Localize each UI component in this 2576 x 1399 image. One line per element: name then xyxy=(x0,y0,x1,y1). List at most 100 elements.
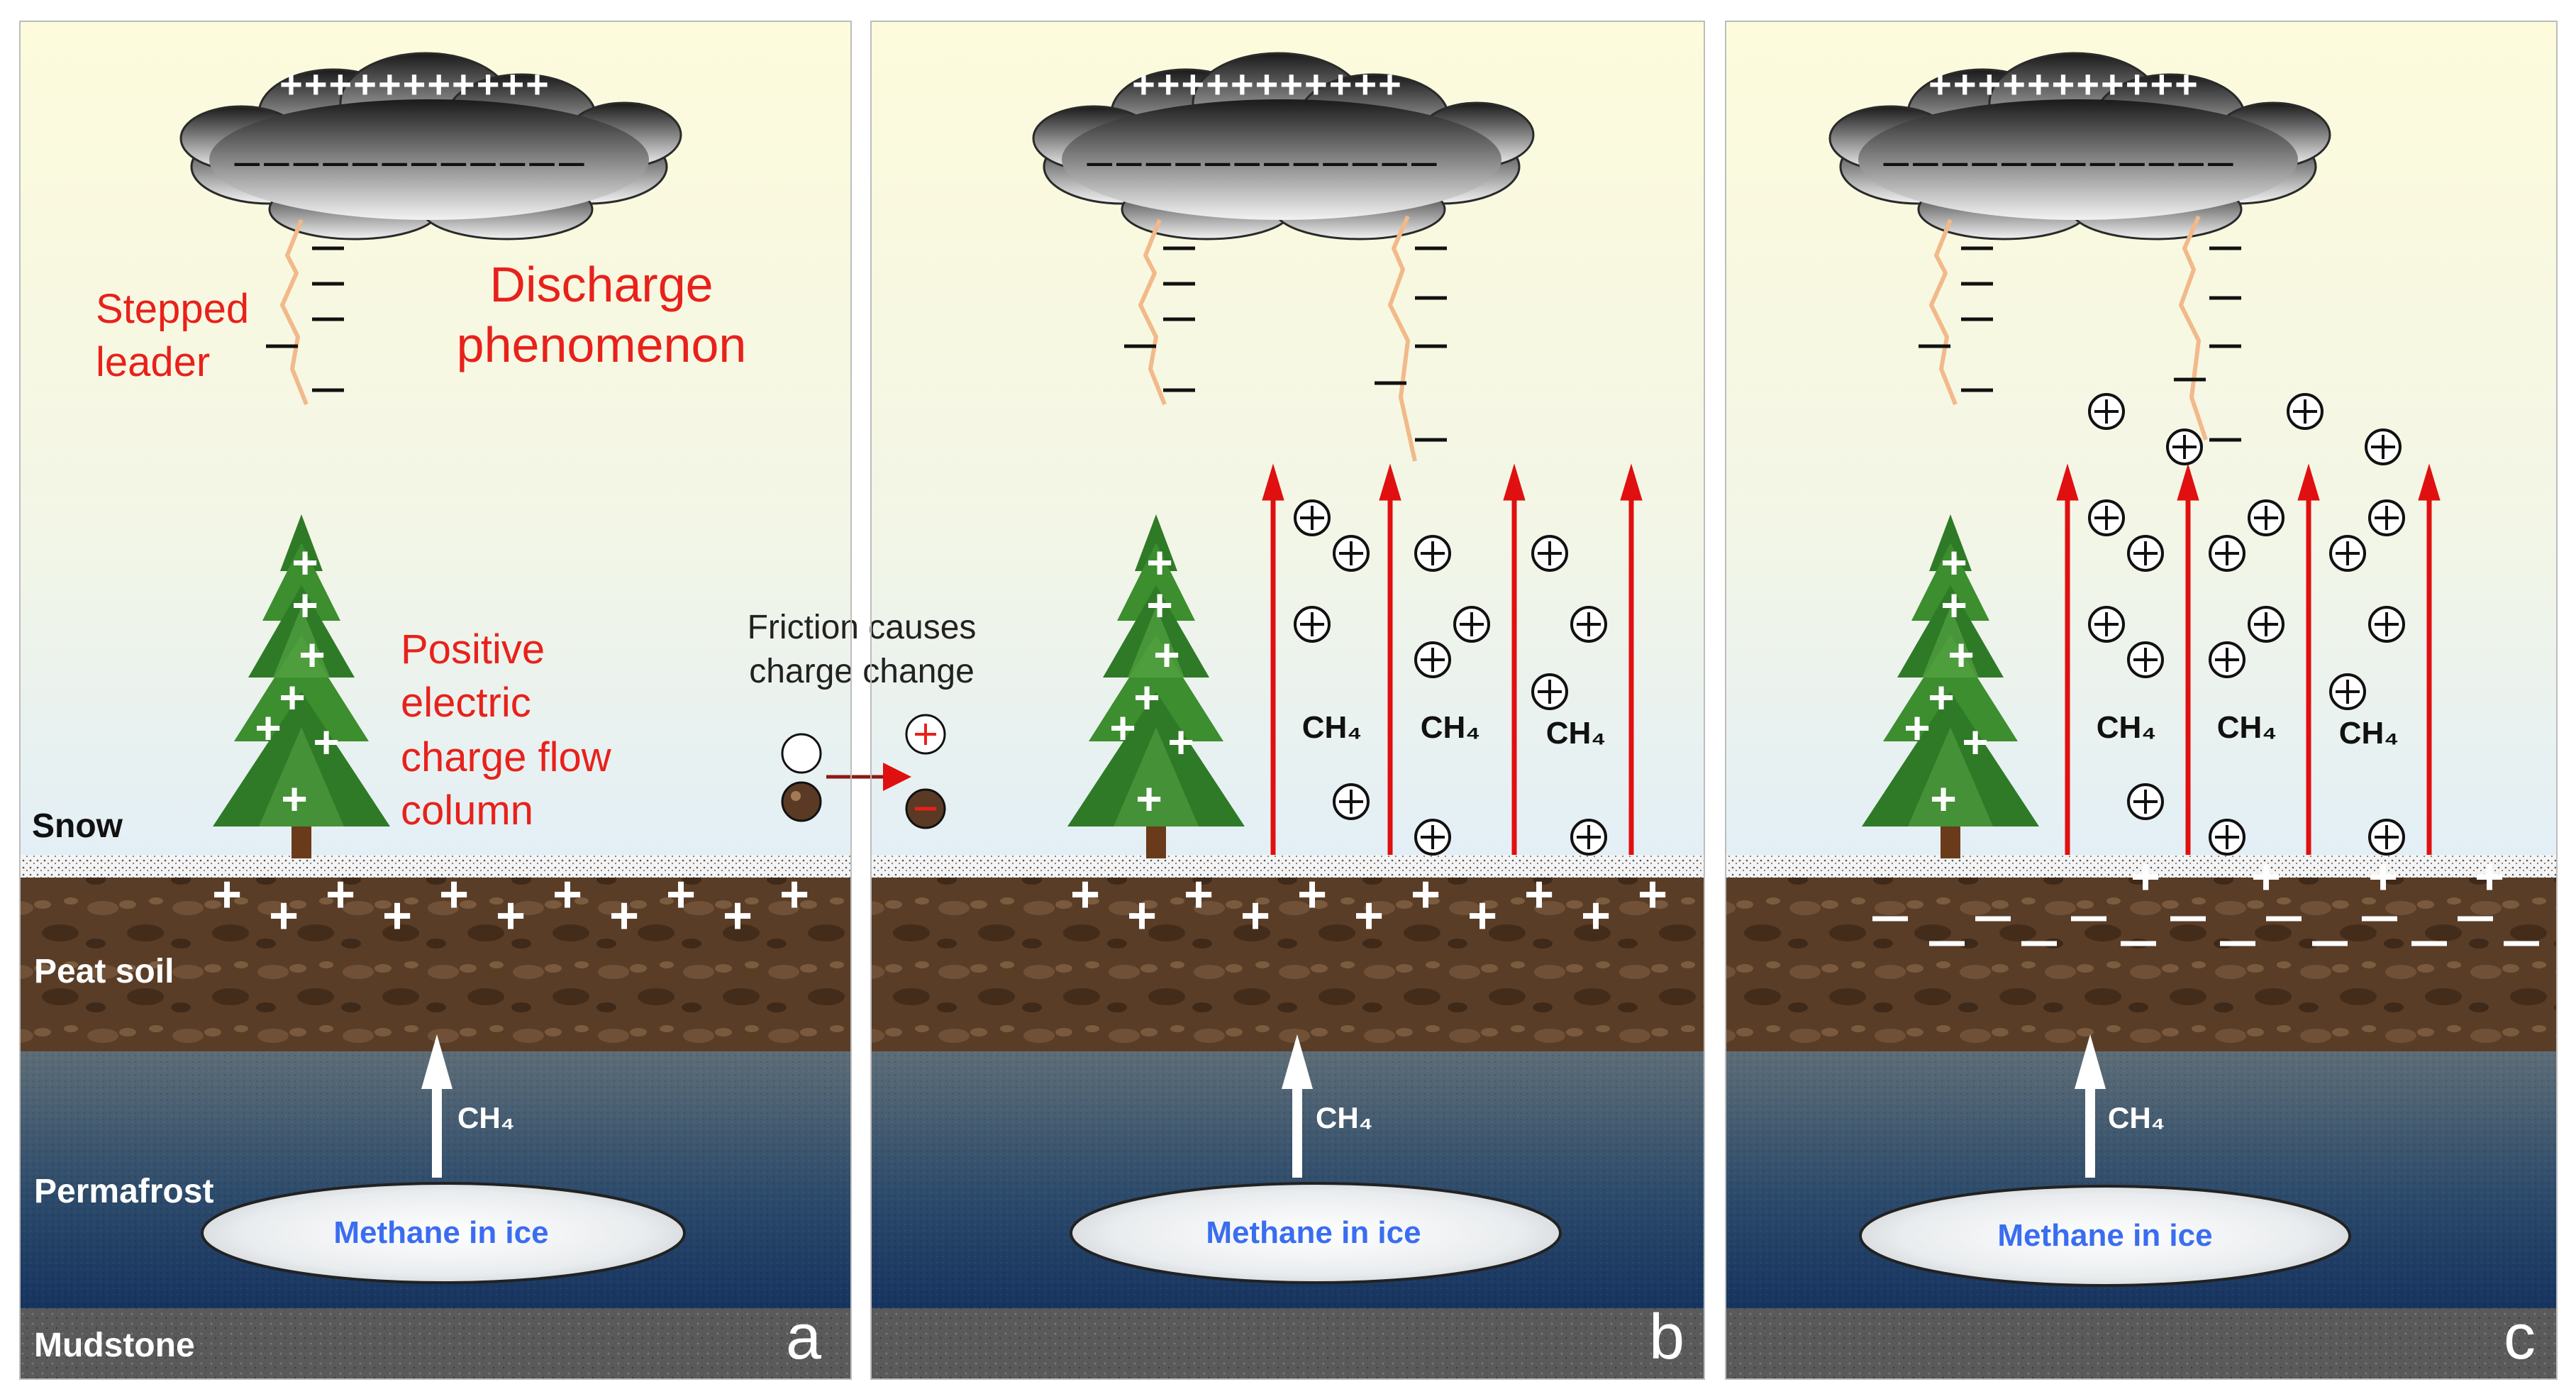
svg-text:electric: electric xyxy=(401,680,531,726)
svg-text:+: + xyxy=(1146,580,1172,631)
svg-text:charge change: charge change xyxy=(749,653,975,690)
svg-text:column: column xyxy=(401,787,533,834)
svg-text:Mudstone: Mudstone xyxy=(34,1327,195,1364)
svg-text:+: + xyxy=(281,773,307,824)
svg-text:+: + xyxy=(382,887,412,944)
column-ch4-labels: CH₄ CH₄ CH₄ CH₄ CH₄ CH₄ xyxy=(1302,710,2399,751)
discharge-label: Discharge phenomenon xyxy=(457,257,747,372)
svg-text:+: + xyxy=(1941,580,1967,631)
svg-text:+: + xyxy=(2131,848,2160,905)
svg-text:+: + xyxy=(1928,672,1954,723)
up-arrow-icon xyxy=(421,1034,2106,1178)
svg-text:leader: leader xyxy=(96,339,210,385)
stepped-leader-label: Stepped leader xyxy=(96,286,249,385)
svg-text:CH₄: CH₄ xyxy=(2339,716,2399,751)
svg-text:Peat soil: Peat soil xyxy=(34,953,174,990)
svg-text:CH₄: CH₄ xyxy=(1316,1101,1373,1134)
svg-text:CH₄: CH₄ xyxy=(1546,716,1606,751)
svg-text:+: + xyxy=(2475,848,2504,905)
svg-text:Positive: Positive xyxy=(401,626,545,673)
positive-column-label: Positive electric charge flow column xyxy=(401,626,612,834)
friction-note: Friction causes charge change xyxy=(748,609,977,690)
svg-text:+: + xyxy=(1127,887,1157,944)
svg-text:+: + xyxy=(292,580,318,631)
svg-text:+: + xyxy=(212,866,242,923)
leader-negative-charges xyxy=(266,246,2241,442)
svg-text:+: + xyxy=(1133,672,1160,723)
svg-text:+: + xyxy=(1411,866,1440,923)
svg-text:+: + xyxy=(439,866,469,923)
svg-text:+: + xyxy=(313,717,339,768)
cloud-negative-charges: ‒‒‒‒‒‒‒‒‒‒‒‒ xyxy=(234,135,588,186)
tree-positive-charges: +++++++ +++++++ +++++++ xyxy=(255,537,1988,824)
svg-text:+: + xyxy=(269,887,299,944)
svg-text:+: + xyxy=(779,866,809,923)
svg-text:+: + xyxy=(1070,866,1100,923)
panel-borders xyxy=(19,21,2558,1380)
svg-text:CH₄: CH₄ xyxy=(1421,710,1481,745)
svg-text:+: + xyxy=(553,866,582,923)
svg-text:+: + xyxy=(1297,866,1327,923)
methane-label: Methane in ice Methane in ice Methane in… xyxy=(333,1215,2212,1253)
svg-text:+: + xyxy=(326,866,355,923)
svg-text:+: + xyxy=(2251,848,2281,905)
cloud-positive-charges: +++++++++++ xyxy=(1928,62,2199,106)
svg-text:+: + xyxy=(1962,717,1988,768)
svg-text:+: + xyxy=(279,672,305,723)
svg-text:CH₄: CH₄ xyxy=(2108,1101,2165,1134)
soil-negative-charges xyxy=(1872,916,2539,946)
svg-text:a: a xyxy=(786,1302,822,1373)
svg-text:+: + xyxy=(1930,773,1956,824)
svg-text:Snow: Snow xyxy=(32,807,123,845)
svg-text:+: + xyxy=(255,702,281,753)
svg-text:Permafrost: Permafrost xyxy=(34,1173,213,1210)
svg-text:+: + xyxy=(1136,773,1162,824)
svg-text:Methane in ice: Methane in ice xyxy=(1206,1215,1421,1250)
svg-text:+: + xyxy=(666,866,696,923)
cloud-positive-charges: +++++++++++ xyxy=(1132,62,1403,106)
svg-text:+: + xyxy=(723,887,753,944)
svg-text:+: + xyxy=(1184,866,1214,923)
svg-text:Stepped: Stepped xyxy=(96,286,249,332)
svg-text:+: + xyxy=(1941,537,1967,588)
svg-text:CH₄: CH₄ xyxy=(457,1101,515,1134)
svg-text:CH₄: CH₄ xyxy=(2217,710,2277,745)
svg-text:phenomenon: phenomenon xyxy=(457,317,747,372)
svg-text:Methane in ice: Methane in ice xyxy=(333,1215,548,1250)
svg-text:+: + xyxy=(1638,866,1667,923)
svg-text:charge flow: charge flow xyxy=(401,734,612,780)
charge-circle-icon xyxy=(781,714,946,829)
svg-text:Discharge: Discharge xyxy=(489,257,713,312)
soil-positive-charges: + + + + + + + + + + + + + + + + + + + + + + + + + + xyxy=(212,848,2504,944)
svg-text:+: + xyxy=(299,629,325,680)
panel-letters: a b c xyxy=(786,1302,2536,1373)
svg-text:c: c xyxy=(2504,1302,2536,1373)
svg-text:+: + xyxy=(1904,702,1930,753)
svg-text:+: + xyxy=(496,887,526,944)
svg-text:+: + xyxy=(1167,717,1194,768)
svg-text:+: + xyxy=(609,887,639,944)
svg-text:+: + xyxy=(1109,702,1136,753)
layer-labels: Snow Peat soil Permafrost Mudstone xyxy=(32,807,213,1364)
svg-text:+: + xyxy=(1948,629,1974,680)
svg-text:CH₄: CH₄ xyxy=(2097,710,2157,745)
svg-text:+: + xyxy=(1524,866,1554,923)
svg-text:+: + xyxy=(1354,887,1384,944)
svg-text:+: + xyxy=(1581,887,1611,944)
cloud-negative-charges: ‒‒‒‒‒‒‒‒‒‒‒‒ xyxy=(1087,135,1440,186)
ch4-arrow-label: CH₄ CH₄ CH₄ xyxy=(457,1101,2165,1134)
svg-text:Friction causes: Friction causes xyxy=(748,609,977,646)
svg-text:Methane in ice: Methane in ice xyxy=(1997,1218,2212,1253)
svg-text:+: + xyxy=(1153,629,1179,680)
svg-text:+: + xyxy=(2368,848,2398,905)
cloud-positive-charges: +++++++++++ xyxy=(279,62,550,106)
svg-text:+: + xyxy=(1146,537,1172,588)
methane-reservoirs xyxy=(201,1182,2351,1287)
svg-text:+: + xyxy=(1467,887,1497,944)
stepped-leaders xyxy=(280,215,2208,462)
up-arrow-icon xyxy=(1262,463,2441,855)
svg-text:b: b xyxy=(1649,1302,1684,1373)
svg-text:+: + xyxy=(1240,887,1270,944)
svg-text:CH₄: CH₄ xyxy=(1302,710,1362,745)
